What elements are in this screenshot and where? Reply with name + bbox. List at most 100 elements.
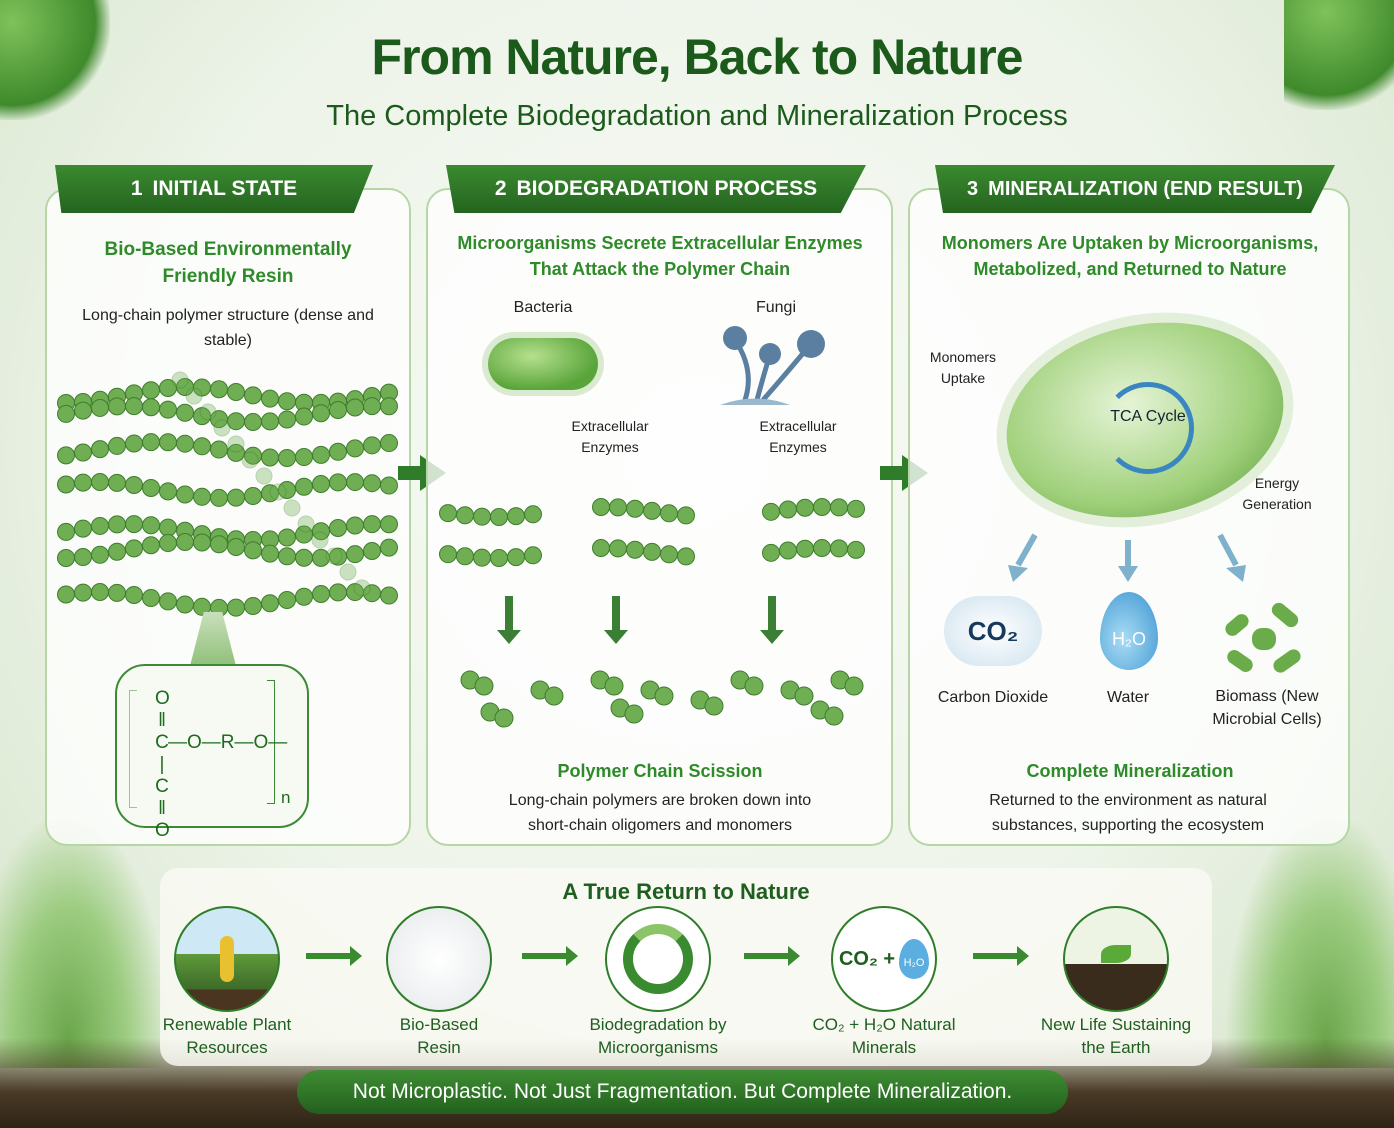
co2-water-icon: CO₂ +H₂O	[831, 906, 937, 1012]
polymer-bead	[346, 516, 364, 535]
polymer-bead	[329, 400, 347, 419]
arrow-down-icon	[760, 596, 784, 644]
polymer-bead	[159, 518, 177, 537]
polymer-bead	[346, 545, 364, 564]
polymer-bead	[108, 515, 126, 534]
polymer-bead	[269, 483, 287, 501]
polymer-bead	[91, 516, 109, 535]
polymer-bead	[353, 579, 371, 597]
polymer-bead	[295, 407, 313, 426]
polymer-bead	[660, 504, 678, 523]
polymer-bead	[312, 445, 330, 464]
polymer-bead	[176, 533, 194, 552]
polymer-bead	[159, 433, 177, 452]
polymer-bead	[762, 502, 780, 521]
polymer-bead	[380, 586, 398, 605]
polymer-bead	[255, 467, 273, 485]
polymer-bead	[244, 386, 262, 405]
polymer-bead	[380, 434, 398, 453]
polymer-bead	[193, 437, 211, 456]
polymer-bead	[794, 686, 814, 706]
arrow-down-icon	[604, 596, 628, 644]
polymer-bead	[125, 397, 143, 416]
polymer-bead	[604, 676, 624, 696]
polymer-bead	[380, 397, 398, 416]
polymer-bead	[74, 519, 92, 538]
polymer-bead	[643, 542, 661, 561]
polymer-bead	[494, 708, 514, 728]
biomass-icon	[1225, 602, 1301, 673]
polymer-bead	[847, 540, 865, 559]
polymer-bead	[312, 474, 330, 493]
bottom-title: A True Return to Nature	[562, 879, 810, 904]
polymer-bead	[329, 518, 347, 537]
polymer-bead	[142, 433, 160, 452]
polymer-bead	[626, 540, 644, 559]
polymer-bead	[278, 480, 296, 499]
leaf-decoration	[0, 0, 110, 120]
polymer-bead	[199, 403, 217, 421]
polymer-bead	[74, 548, 92, 567]
polymer-bead	[311, 531, 329, 549]
bacteria-label: Bacteria	[513, 299, 573, 316]
step-label: CO₂ + H₂O Natural Minerals	[812, 1015, 956, 1057]
polymer-bead	[241, 451, 259, 469]
polymer-bead	[159, 400, 177, 419]
polymer-bead	[456, 547, 474, 566]
polymer-bead	[329, 583, 347, 602]
polymer-bead	[609, 498, 627, 517]
polymer-bead	[339, 563, 357, 581]
polymer-bead	[213, 419, 231, 437]
polymer-bead	[108, 542, 126, 561]
panel-3-heading: Monomers Are Uptaken by Microorganisms, …	[941, 233, 1319, 279]
polymer-bead	[57, 404, 75, 423]
product-water-label: Water	[1106, 689, 1150, 706]
polymer-bead	[176, 403, 194, 422]
polymer-bead	[363, 541, 381, 560]
polymer-bead	[744, 676, 764, 696]
polymer-bead	[325, 547, 343, 565]
page-title: From Nature, Back to Nature	[371, 29, 1024, 85]
water-drop-icon: H₂O	[1100, 592, 1158, 670]
uptake-label: Monomers Uptake	[929, 349, 997, 386]
arrow-right-icon	[306, 946, 362, 966]
polymer-bead	[844, 676, 864, 696]
polymer-bead	[142, 516, 160, 535]
arrow-right-icon	[522, 946, 578, 966]
polymer-bead	[660, 545, 678, 564]
polymer-bead	[125, 475, 143, 494]
polymer-bead	[108, 583, 126, 602]
polymer-bead	[456, 506, 474, 525]
polymer-bead	[261, 484, 279, 503]
polymer-bead	[125, 585, 143, 604]
leaf-decoration	[1284, 0, 1394, 110]
polymer-bead	[159, 534, 177, 553]
polymer-bead	[813, 498, 831, 517]
polymer-bead	[295, 477, 313, 496]
polymer-bead	[592, 498, 610, 517]
polymer-bead	[142, 588, 160, 607]
polymer-bead	[363, 436, 381, 455]
polymer-bead	[507, 507, 525, 526]
polymer-bead	[830, 539, 848, 558]
polymer-bead	[210, 380, 228, 399]
scission-desc: Long-chain polymers are broken down into…	[508, 792, 812, 834]
polymer-bead	[643, 501, 661, 520]
polymer-bead	[193, 533, 211, 552]
panel-1-heading: Bio-Based Environmentally Friendly Resin	[104, 239, 352, 287]
polymer-bead	[654, 686, 674, 706]
polymer-bead	[244, 487, 262, 506]
tca-cycle-icon	[1102, 382, 1194, 474]
polymer-bead	[524, 505, 542, 524]
polymer-bead	[677, 506, 695, 525]
sprout-icon	[1063, 906, 1169, 1012]
polymer-bead	[439, 504, 457, 523]
polymer-bead	[762, 543, 780, 562]
polymer-bead	[91, 440, 109, 459]
polymer-bead	[210, 440, 228, 459]
polymer-bead	[779, 541, 797, 560]
polymer-bead	[473, 548, 491, 567]
polymer-bead	[278, 410, 296, 429]
polymer-bead	[142, 478, 160, 497]
